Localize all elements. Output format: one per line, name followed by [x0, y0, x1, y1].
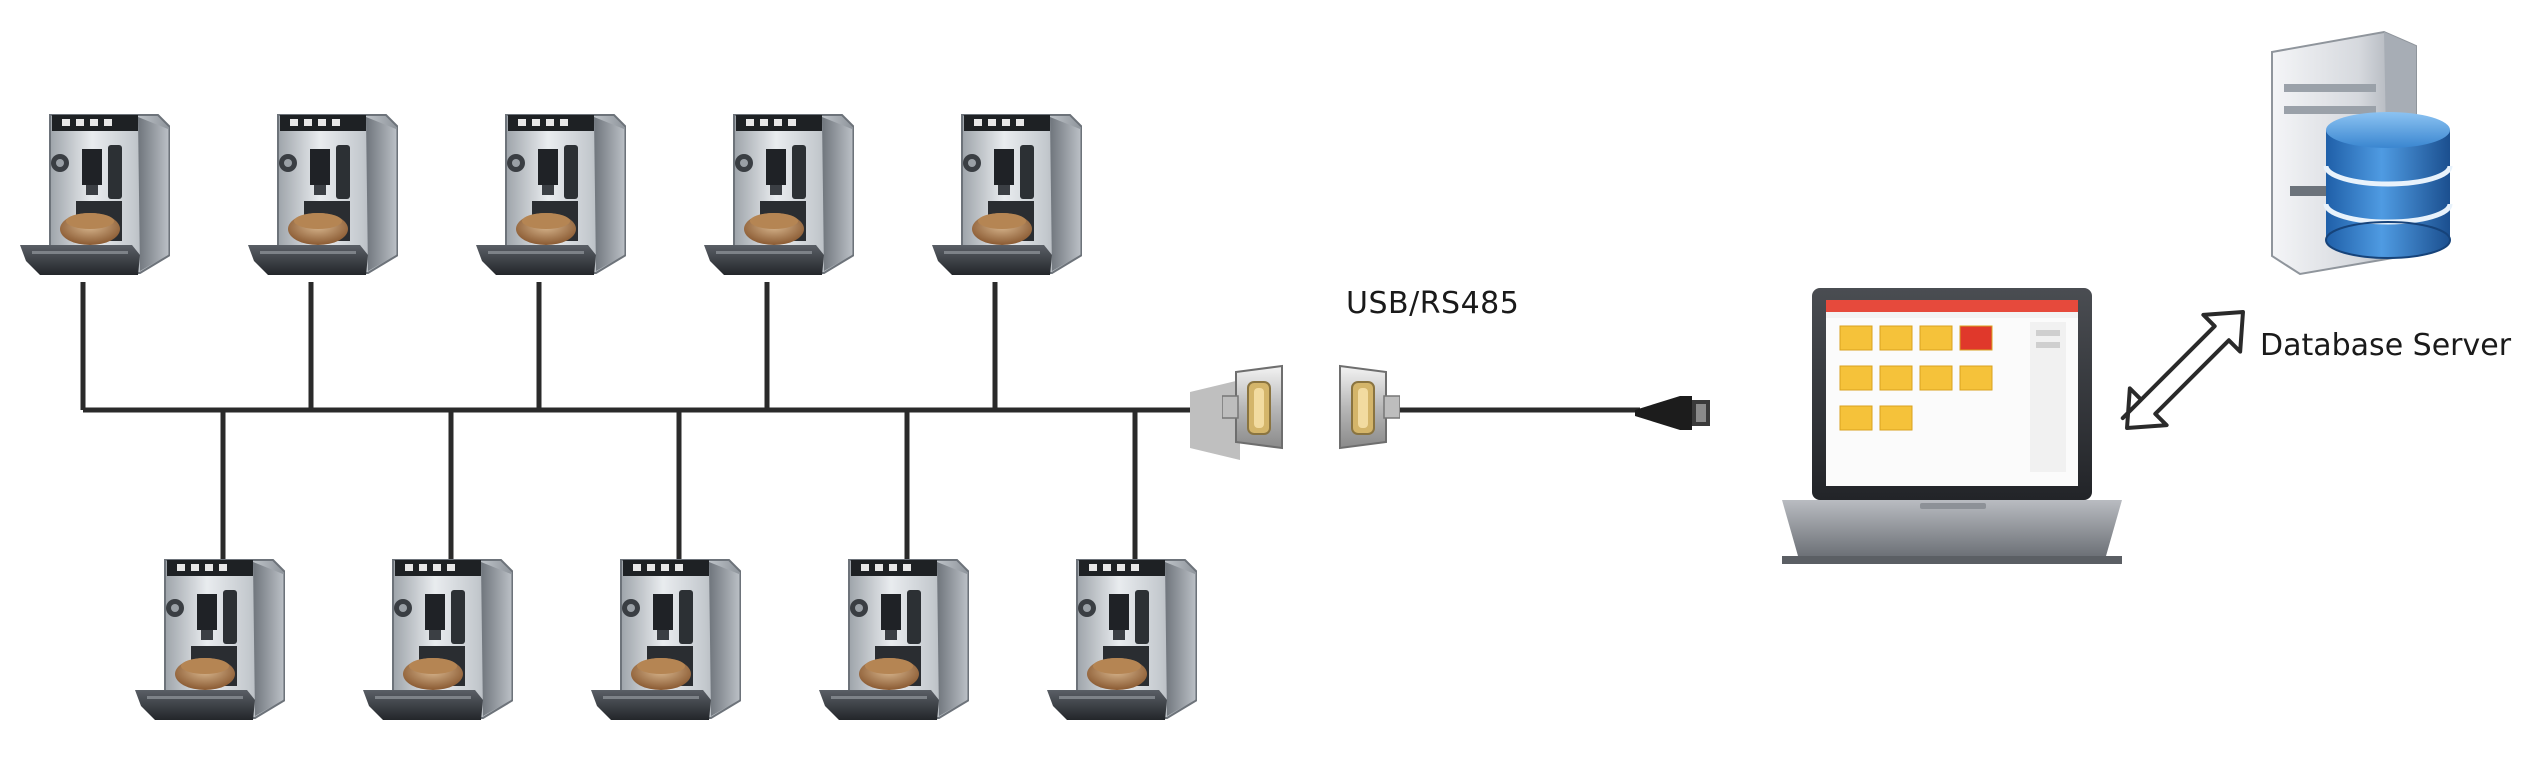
- app-tile: [1839, 325, 1873, 351]
- db9-connector-female-icon: [1339, 365, 1400, 449]
- app-tile: [1839, 405, 1873, 431]
- coffee-machine-icon: [1047, 559, 1197, 721]
- coffee-machine-icon: [932, 114, 1082, 276]
- coffee-machine-icon: [20, 114, 170, 276]
- database-server-label: Database Server: [2260, 328, 2512, 363]
- coffee-machine-icon: [819, 559, 969, 721]
- bidirectional-arrow-icon: [2120, 310, 2245, 430]
- app-tile: [1919, 325, 1953, 351]
- app-tile: [1959, 325, 1993, 351]
- bus-wiring: [80, 282, 1640, 560]
- app-tile: [1879, 405, 1913, 431]
- coffee-machine-icon: [704, 114, 854, 276]
- coffee-machine-icon: [591, 559, 741, 721]
- app-tile: [1839, 365, 1873, 391]
- coffee-machine-icon: [248, 114, 398, 276]
- database-cylinder-icon: [2323, 112, 2453, 259]
- app-tile: [1879, 325, 1913, 351]
- coffee-machine-icon: [135, 559, 285, 721]
- db9-connector-male-icon: [1190, 365, 1283, 460]
- app-tile: [1879, 365, 1913, 391]
- coffee-machine-icon: [363, 559, 513, 721]
- coffee-machines: [20, 114, 1197, 721]
- laptop-icon: [1782, 288, 2122, 564]
- usb-plug-icon: [1635, 396, 1710, 430]
- bus-interface-label: USB/RS485: [1346, 286, 1520, 321]
- app-tile: [1919, 365, 1953, 391]
- coffee-machine-icon: [476, 114, 626, 276]
- app-tile-grid: [1839, 325, 1993, 431]
- app-tile: [1959, 365, 1993, 391]
